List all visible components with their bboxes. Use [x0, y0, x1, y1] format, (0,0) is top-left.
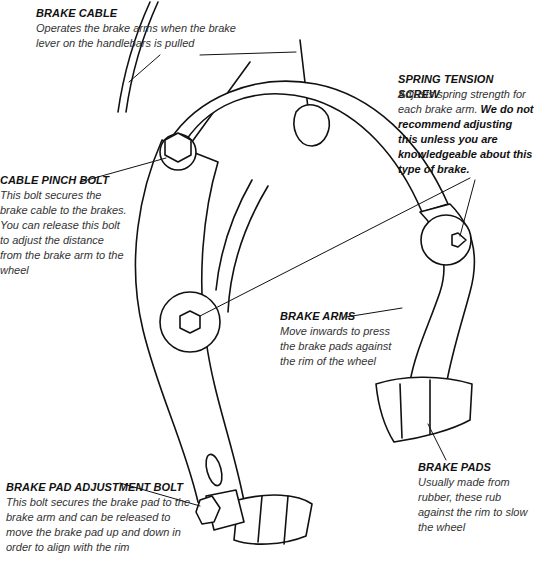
callout-text: BRAKE ARMS [280, 309, 420, 324]
brake-arm-edge [216, 180, 252, 290]
callout-text: Move inwards to press the brake pads aga… [280, 324, 402, 369]
spring-tension-screw [452, 233, 466, 247]
callout-text: CABLE PINCH BOLT [0, 173, 130, 188]
part-description: Operates the brake arms when the brake l… [36, 22, 236, 49]
part-description: This bolt secures the brake cable to the… [0, 189, 127, 276]
callout-text: Adjusts spring strength for each brake a… [398, 87, 534, 177]
part-name: BRAKE ARMS [280, 310, 355, 322]
leader-line [460, 180, 475, 236]
brake-pad-groove [400, 380, 430, 438]
cable-carrier [294, 105, 329, 146]
callout-text: Usually made from rubber, these rub agai… [418, 475, 530, 535]
brake-pad [234, 495, 312, 544]
part-name: BRAKE CABLE [36, 7, 117, 19]
callout-text: This bolt secures the brake cable to the… [0, 188, 128, 278]
part-name: BRAKE PAD ADJUSTMENT BOLT [6, 481, 183, 493]
brake-arm-edge [228, 186, 268, 312]
brake-arm [135, 140, 246, 512]
slot [203, 453, 225, 488]
brake-arm [410, 204, 474, 386]
brake-pad-groove [258, 496, 288, 544]
callout-text: This bolt secures the brake pad to the b… [6, 495, 196, 555]
part-name: BRAKE PADS [418, 461, 491, 473]
spring-tension-screw [180, 311, 200, 333]
brake-pad-adjustment-bolt [196, 496, 220, 524]
brake-arm [170, 81, 448, 212]
part-description: Move inwards to press the brake pads aga… [280, 325, 391, 367]
leader-line [200, 178, 470, 316]
cable-pinch-bolt [165, 133, 191, 162]
part-name: CABLE PINCH BOLT [0, 174, 109, 186]
cable-housing [126, 2, 158, 112]
callout-text: BRAKE CABLE [36, 6, 256, 21]
brake-pad [376, 377, 472, 442]
leader-line [428, 424, 446, 460]
cable-housing [118, 2, 150, 112]
washer [160, 134, 196, 170]
part-description: This bolt secures the brake pad to the b… [6, 496, 190, 553]
callout-text: BRAKE PAD ADJUSTMENT BOLT [6, 480, 226, 495]
callout-text: BRAKE PADS [418, 460, 534, 475]
callout-text: Operates the brake arms when the brake l… [36, 21, 251, 51]
leader-line [129, 55, 160, 82]
leader-line [200, 52, 296, 55]
pivot-boss [160, 292, 220, 352]
part-description: Usually made from rubber, these rub agai… [418, 476, 527, 533]
